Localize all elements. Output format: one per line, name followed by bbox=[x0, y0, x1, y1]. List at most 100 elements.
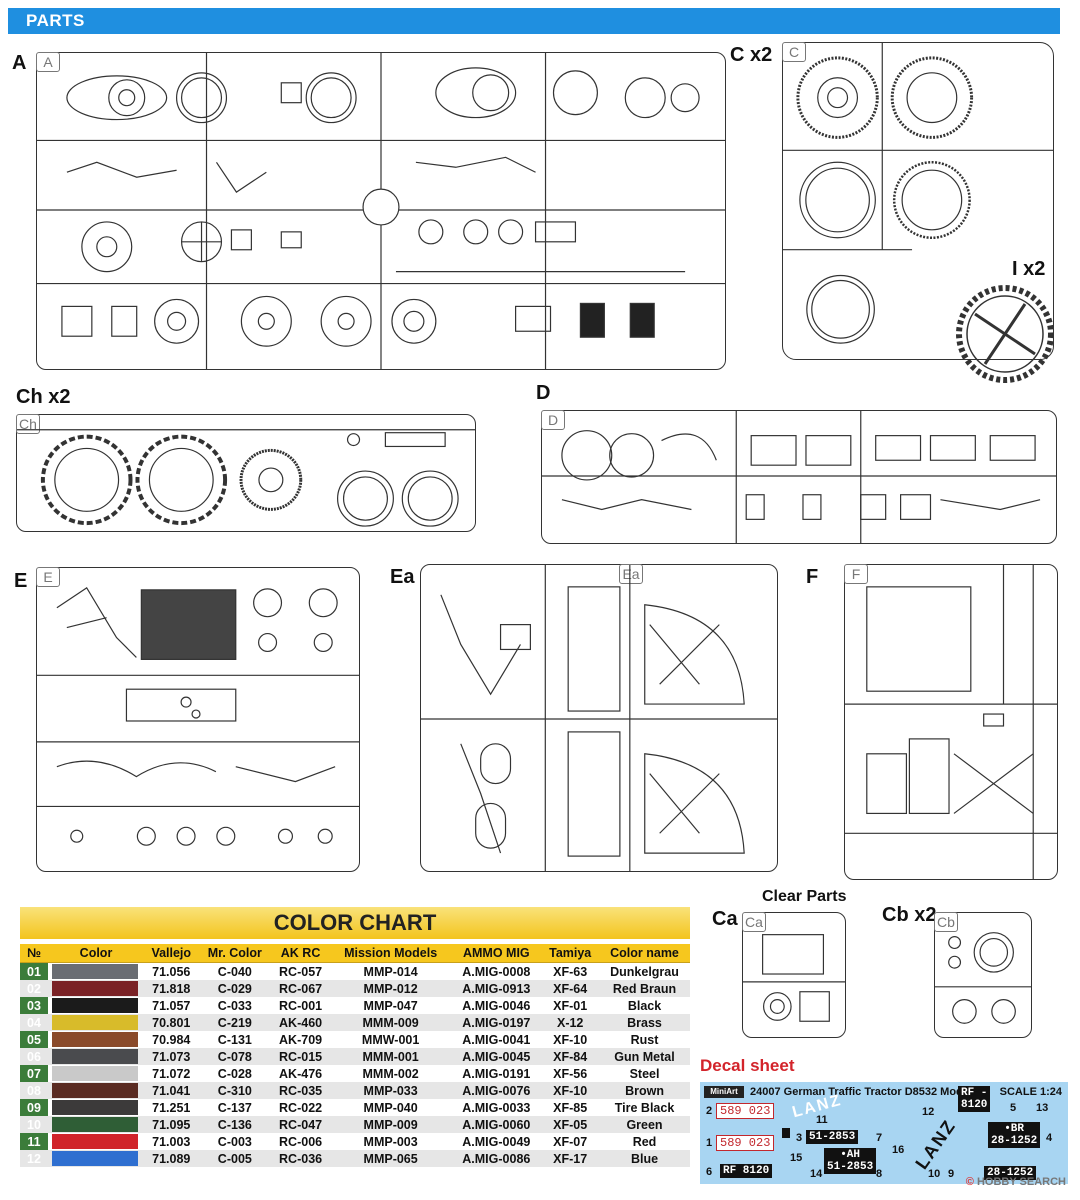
decal-number-16: 16 bbox=[892, 1144, 905, 1156]
ammo-mig-code: A.MIG-0045 bbox=[451, 1048, 542, 1065]
clear-parts-heading: Clear Parts bbox=[762, 888, 847, 905]
header-mr-color: Mr. Color bbox=[198, 944, 272, 963]
sprue-cb-parts bbox=[935, 932, 1031, 1024]
decal-plate-rf-top: RF -8120 bbox=[958, 1086, 991, 1112]
decal-plate-51: 51-2853 bbox=[806, 1130, 859, 1144]
mission-models-code: MMM-001 bbox=[329, 1048, 452, 1065]
color-chart-title: COLOR CHART bbox=[273, 910, 437, 935]
color-swatch bbox=[48, 1116, 144, 1133]
sprue-d: D bbox=[541, 410, 1057, 544]
ammo-mig-code: A.MIG-0008 bbox=[462, 964, 531, 979]
color-chart-table: № Color Vallejo Mr. Color AK RC Mission … bbox=[20, 944, 690, 1167]
ak-rc-code: AK-460 bbox=[271, 1014, 330, 1031]
decal-number-6: 6 bbox=[706, 1166, 713, 1178]
sprue-a-label: A bbox=[12, 52, 27, 74]
mr-color-code: C-029 bbox=[198, 980, 272, 997]
sprue-ea-tag: Ea bbox=[619, 564, 643, 584]
sprue-c-label: C x2 bbox=[730, 44, 773, 66]
tamiya-code: XF-84 bbox=[541, 1048, 600, 1065]
decal-black-square bbox=[782, 1128, 790, 1138]
ammo-mig-code: A.MIG-0191 bbox=[462, 1066, 531, 1081]
sprue-ea: Ea bbox=[420, 564, 778, 872]
decal-number-1: 1 bbox=[706, 1137, 713, 1149]
color-row-number: 07 bbox=[20, 1065, 48, 1082]
color-swatch bbox=[48, 1133, 144, 1150]
decal-number-3: 3 bbox=[796, 1132, 803, 1144]
watermark-symbol: © bbox=[965, 1176, 974, 1188]
color-swatch-fill bbox=[52, 1049, 138, 1064]
tamiya-code: X-12 bbox=[541, 1014, 600, 1031]
color-swatch-fill bbox=[52, 1015, 138, 1030]
vallejo-code: 70.801 bbox=[144, 1014, 199, 1031]
decal-sheet: MiniArt 24007 German Traffic Tractor D85… bbox=[700, 1082, 1068, 1184]
ak-rc-code: RC-057 bbox=[279, 964, 323, 979]
ammo-mig-code: A.MIG-0046 bbox=[462, 998, 531, 1013]
tamiya-code: XF-10 bbox=[553, 1032, 588, 1047]
decal-number-10: 10 bbox=[928, 1168, 941, 1180]
decal-number-2: 2 bbox=[706, 1105, 713, 1117]
decal-plate-ah-line2: 51-2853 bbox=[827, 1161, 874, 1173]
mr-color-code: C-078 bbox=[198, 1048, 272, 1065]
sprue-c-parts bbox=[783, 43, 1053, 344]
color-chart-title-bar: COLOR CHART bbox=[20, 907, 690, 939]
mr-color-code: C-028 bbox=[217, 1066, 252, 1081]
mr-color-code: C-219 bbox=[198, 1014, 272, 1031]
color-swatch-fill bbox=[52, 1032, 138, 1047]
tamiya-code: XF-01 bbox=[553, 998, 588, 1013]
vallejo-code: 70.984 bbox=[152, 1032, 191, 1047]
color-swatch bbox=[48, 1082, 144, 1099]
parts-title: PARTS bbox=[26, 11, 85, 30]
ak-rc-code: RC-067 bbox=[271, 980, 330, 997]
header-number: № bbox=[20, 944, 48, 963]
ak-rc-code: AK-476 bbox=[279, 1066, 323, 1081]
color-swatch bbox=[48, 980, 144, 997]
color-name: Dunkelgrau bbox=[610, 964, 679, 979]
decal-number-12: 12 bbox=[922, 1106, 935, 1118]
sprue-c-tag: C bbox=[782, 42, 806, 62]
decal-plate-rf-top-line1: RF - bbox=[961, 1087, 988, 1099]
sprue-f-tag: F bbox=[844, 564, 868, 584]
ak-rc-code: RC-035 bbox=[271, 1082, 330, 1099]
sprue-ch: Ch bbox=[16, 414, 476, 532]
color-swatch-fill bbox=[52, 1083, 138, 1098]
ammo-mig-code: A.MIG-0041 bbox=[462, 1032, 531, 1047]
color-swatch bbox=[48, 963, 144, 981]
color-name: Blue bbox=[599, 1150, 690, 1167]
watermark-brand: HOBBY SEARCH bbox=[976, 1176, 1066, 1188]
tamiya-code: XF-56 bbox=[553, 1066, 588, 1081]
decal-number-8: 8 bbox=[876, 1168, 883, 1180]
ammo-mig-code: A.MIG-0913 bbox=[451, 980, 542, 997]
vallejo-code: 71.057 bbox=[152, 998, 191, 1013]
sprue-a: A bbox=[36, 52, 726, 370]
mission-models-code: MMP-047 bbox=[363, 998, 418, 1013]
color-row-number: 03 bbox=[20, 997, 48, 1014]
sprue-f-label: F bbox=[806, 566, 819, 588]
sprue-c: C bbox=[782, 42, 1054, 360]
miniart-logo: MiniArt bbox=[704, 1086, 744, 1098]
mission-models-code: MMP-033 bbox=[329, 1082, 452, 1099]
color-row-number: 02 bbox=[20, 980, 48, 997]
color-row-number: 01 bbox=[20, 962, 48, 980]
ammo-mig-code: A.MIG-0086 bbox=[451, 1150, 542, 1167]
mission-models-code: MMM-002 bbox=[362, 1066, 419, 1081]
color-name: Gun Metal bbox=[599, 1048, 690, 1065]
decal-title: 24007 German Traffic Tractor D8532 Mod.1… bbox=[750, 1086, 991, 1098]
decal-plate-br-line1: •BR bbox=[1004, 1123, 1025, 1135]
sprue-i-label: I x2 bbox=[1012, 258, 1046, 280]
decal-number-11: 11 bbox=[816, 1114, 828, 1126]
vallejo-code: 71.089 bbox=[144, 1150, 199, 1167]
sprue-e-label: E bbox=[14, 570, 28, 592]
mr-color-code: C-033 bbox=[217, 998, 252, 1013]
hobby-search-watermark: © HOBBY SEARCH bbox=[966, 1176, 1066, 1188]
sprue-a-parts bbox=[37, 53, 725, 369]
header-mission-models: Mission Models bbox=[329, 944, 452, 963]
sprue-ch-tag: Ch bbox=[16, 414, 40, 434]
vallejo-code: 71.073 bbox=[144, 1048, 199, 1065]
sprue-ca-tag: Ca bbox=[742, 912, 766, 932]
tamiya-code: XF-63 bbox=[553, 964, 588, 979]
decal-scale: SCALE 1:24 bbox=[999, 1086, 1062, 1098]
